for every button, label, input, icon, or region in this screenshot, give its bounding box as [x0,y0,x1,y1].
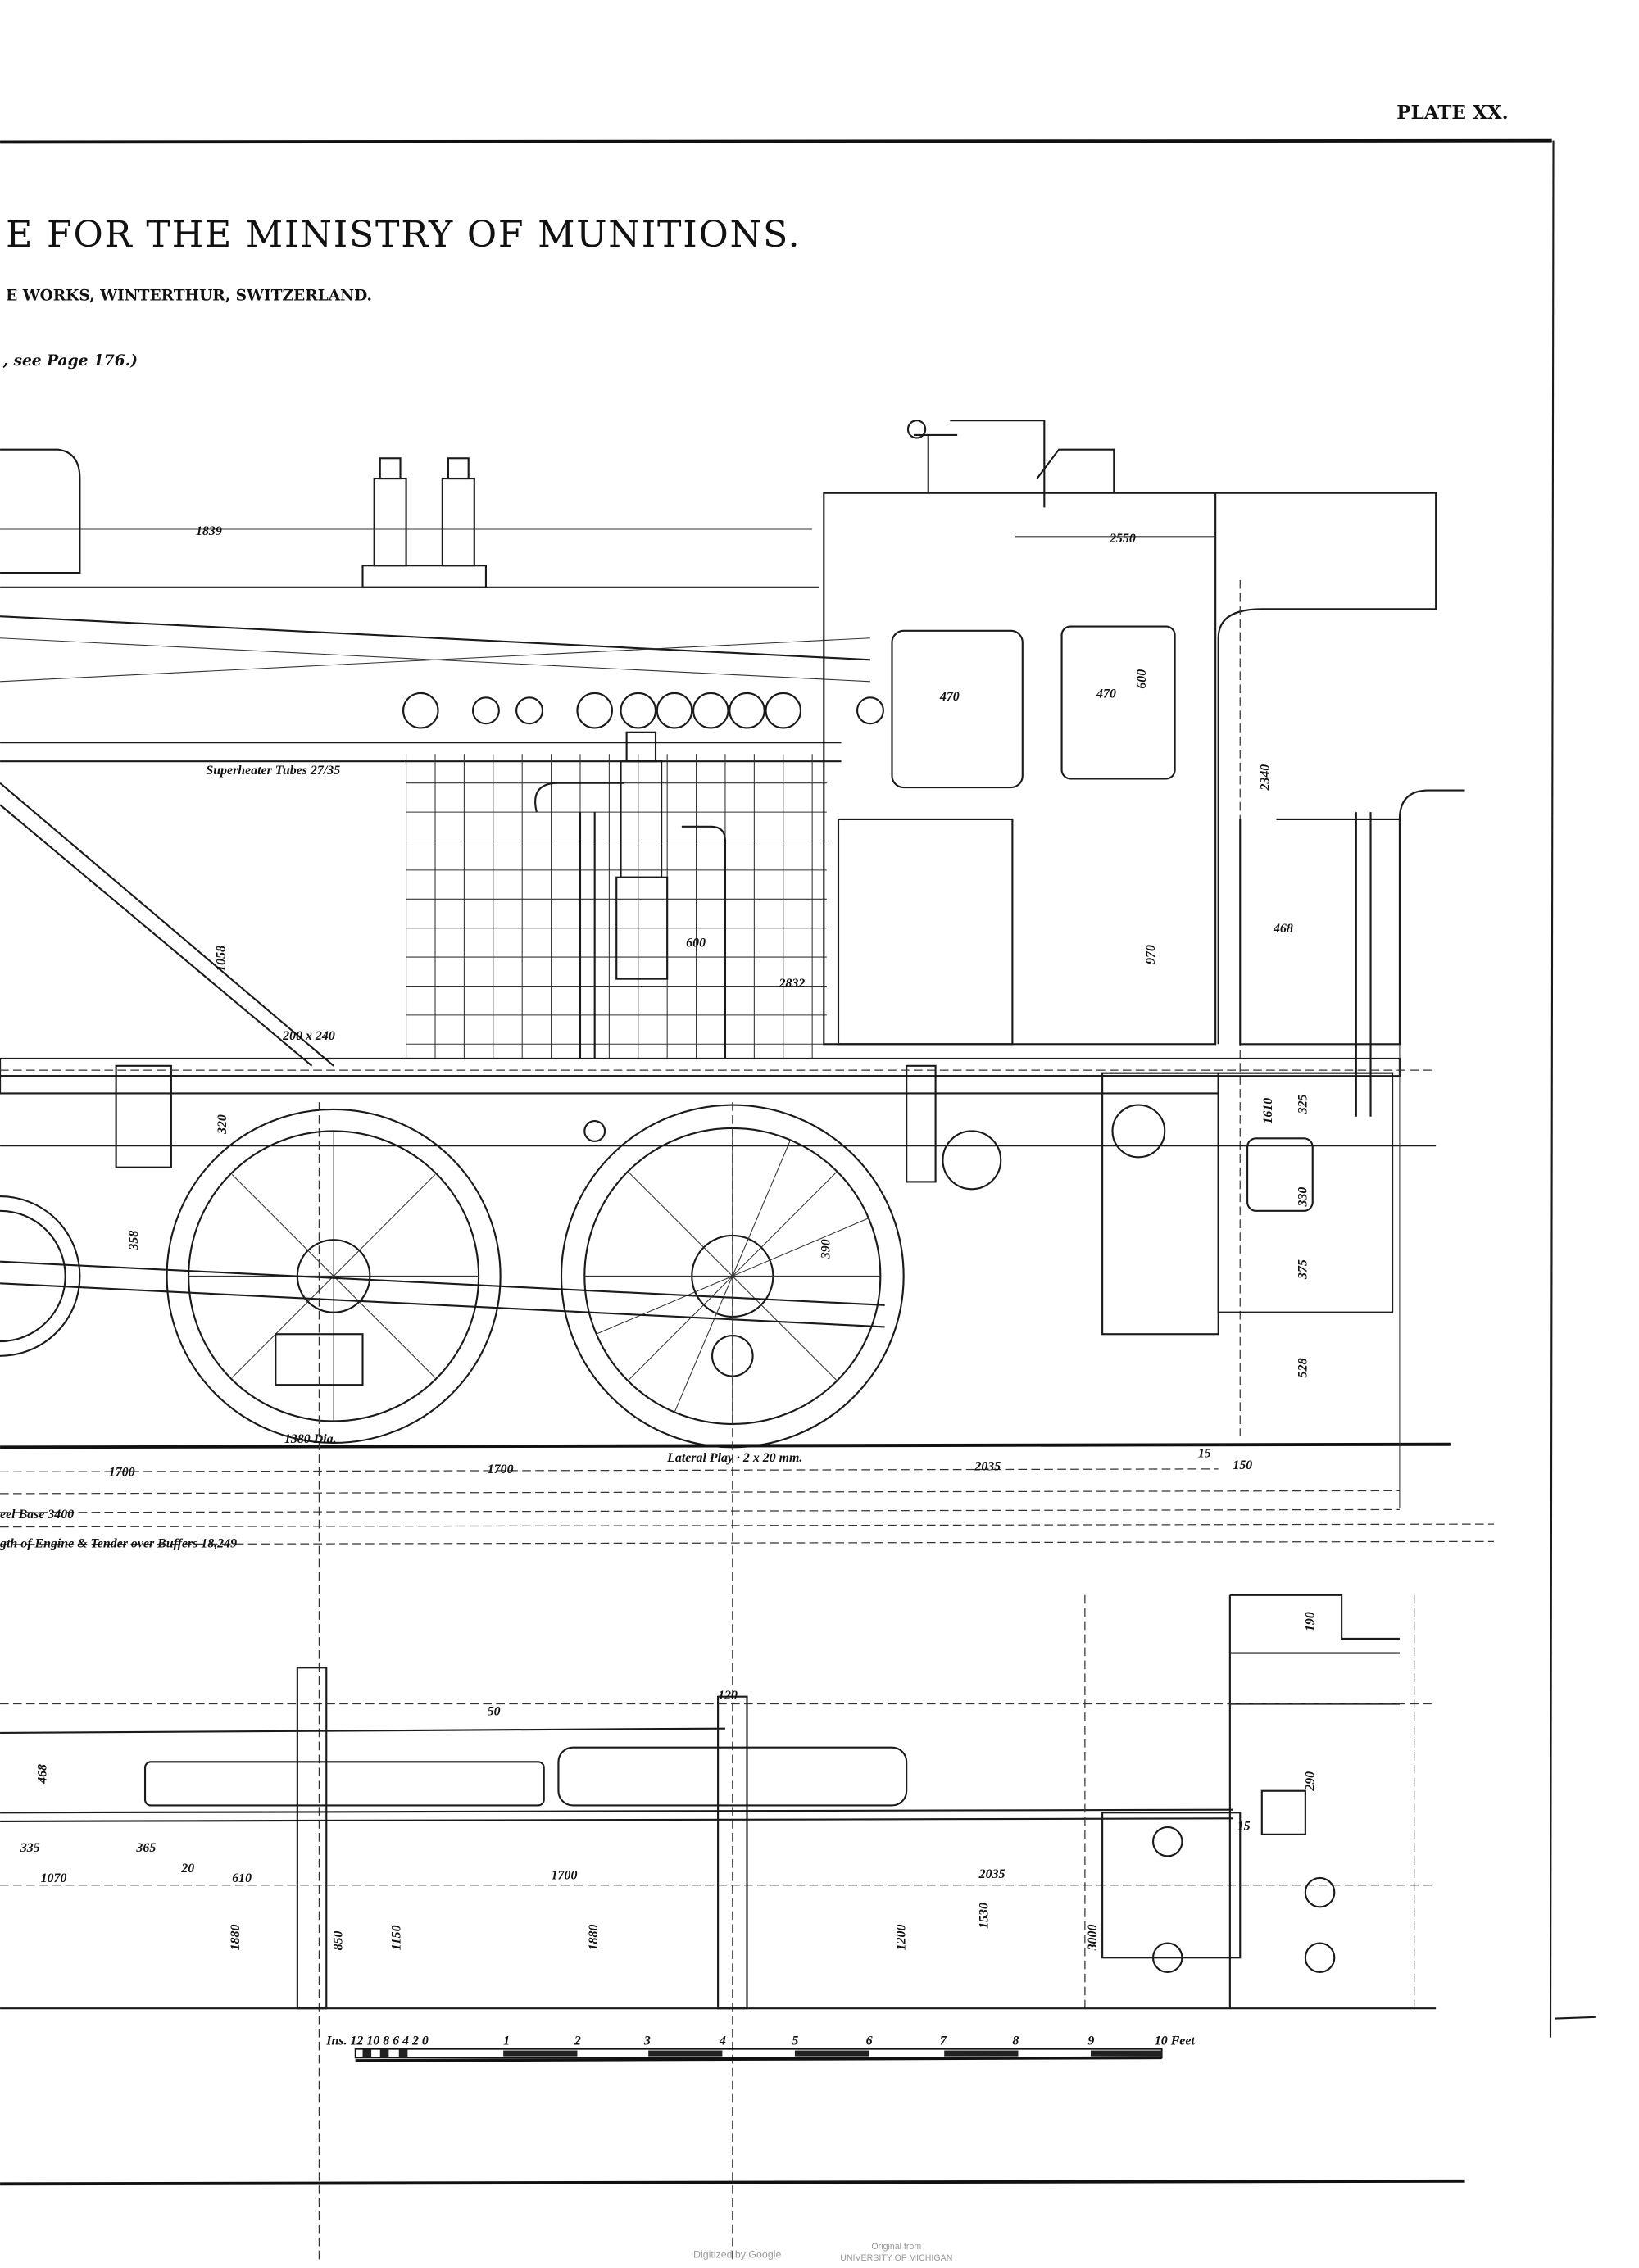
dim-325: 325 [1296,1094,1310,1114]
plate-number: PLATE XX. [1396,102,1508,124]
dim-320: 320 [216,1114,229,1135]
plan-dim-1530: 1530 [977,1903,991,1929]
dim-528: 528 [1296,1358,1310,1377]
dome [0,448,81,574]
rail-line [0,1442,1451,1449]
bottom-rule [0,2179,1465,2186]
dim-1058: 1058 [214,946,228,972]
scale-tick-2: 2 [574,2034,581,2048]
dim-2035: 2035 [974,1460,1001,1474]
plan-dim-1200: 1200 [894,1925,908,1951]
right-border [1549,140,1555,2038]
plan-dim-120: 120 [718,1689,738,1703]
scale-tick-9: 9 [1087,2034,1094,2048]
scale-tick-7: 7 [940,2034,947,2048]
dim-468: 468 [1273,922,1293,936]
page-reference: , see Page 176.) [2,352,138,370]
side-elevation: 1839 2550 470 470 600 2340 468 970 1610 … [0,420,1494,2262]
scale-tick-5: 5 [792,2034,798,2048]
scale-tick-4: 4 [719,2034,726,2048]
plan-dim-1880-a: 1880 [229,1925,243,1951]
superheater-label: Superheater Tubes 27/35 [206,764,340,778]
dim-15: 15 [1198,1447,1211,1461]
overall-length-label: gth of Engine & Tender over Buffers 18,2… [0,1536,237,1550]
plan-dim-1150: 1150 [390,1925,404,1950]
dim-375: 375 [1296,1259,1310,1280]
top-rule [0,138,1552,144]
institution: UNIVERSITY OF MICHIGAN [840,2253,952,2263]
scale-tick-8: 8 [1012,2034,1019,2048]
plate-subtitle: E WORKS, WINTERTHUR, SWITZERLAND. [6,287,372,304]
cab [823,420,1465,1436]
plan-dim-365: 365 [135,1841,156,1855]
plan-dim-20: 20 [180,1862,194,1876]
plan-dim-850: 850 [332,1931,346,1951]
driving-wheels [0,1104,905,1449]
dim-200x240: 200 x 240 [282,1029,335,1043]
plan-dim-1700: 1700 [552,1869,578,1883]
dimension-lines [0,528,1494,2262]
plan-view: 335 365 1070 610 20 1700 2035 1880 1880 … [0,1594,1437,2010]
dim-1700-mid: 1700 [488,1463,514,1476]
dim-358: 358 [127,1231,141,1251]
scale-tick-6: 6 [866,2034,873,2048]
plan-dim-15: 15 [1237,1820,1251,1834]
plan-dim-335: 335 [20,1841,40,1855]
wheel-front-partial [0,1195,81,1357]
plan-dim-3000: 3000 [1086,1925,1100,1952]
edge-mark [1555,2016,1596,2020]
wheel-coupled [166,1108,502,1445]
scale-tick-3: 3 [643,2034,651,2048]
digitized-by: Digitized by Google [693,2249,781,2261]
superheater-tubes [402,692,884,729]
dim-470-right: 470 [1096,687,1116,701]
dim-2832: 2832 [778,977,805,991]
scale-end-label: 10 Feet [1155,2034,1196,2048]
scale-tick-1: 1 [503,2034,510,2048]
scale-bar: Ins. 12 10 8 6 4 2 0 1 2 3 4 5 6 7 8 9 1… [325,2034,1196,2062]
safety-valves [361,457,488,588]
dim-470-left: 470 [939,690,960,704]
dim-330: 330 [1296,1187,1310,1208]
dim-1700-front: 1700 [109,1466,135,1480]
dim-150: 150 [1233,1458,1252,1472]
dim-2550: 2550 [1109,532,1136,546]
scale-inches-label: Ins. 12 10 8 6 4 2 0 [325,2034,429,2048]
plan-dim-610: 610 [232,1871,252,1885]
plan-dim-190: 190 [1304,1612,1318,1631]
dim-1610: 1610 [1261,1098,1275,1124]
dim-2340: 2340 [1259,764,1273,792]
plan-dim-1070: 1070 [41,1871,67,1885]
plate-title: E FOR THE MINISTRY OF MUNITIONS. [6,214,801,256]
plan-dim-290: 290 [1304,1771,1318,1792]
frame [0,1057,1437,1336]
plan-dim-50: 50 [488,1705,501,1719]
original-from: Original from [871,2242,921,2252]
plan-dim-2035: 2035 [978,1867,1006,1881]
lateral-play: Lateral Play · 2 x 20 mm. [666,1451,802,1465]
axle-box [143,1761,545,1807]
wheel-diameter: 1380 Dia. [284,1432,337,1446]
plan-dim-1880-b: 1880 [587,1925,601,1951]
dim-1839: 1839 [196,524,222,538]
dim-970: 970 [1144,945,1158,964]
air-pump [534,731,727,1059]
dim-600-window: 600 [1135,669,1149,689]
wheel-base-label: eel Base 3400 [0,1508,74,1522]
dim-600-pump: 600 [686,937,706,950]
dim-390: 390 [819,1239,833,1259]
plan-dim-468: 468 [36,1764,50,1785]
